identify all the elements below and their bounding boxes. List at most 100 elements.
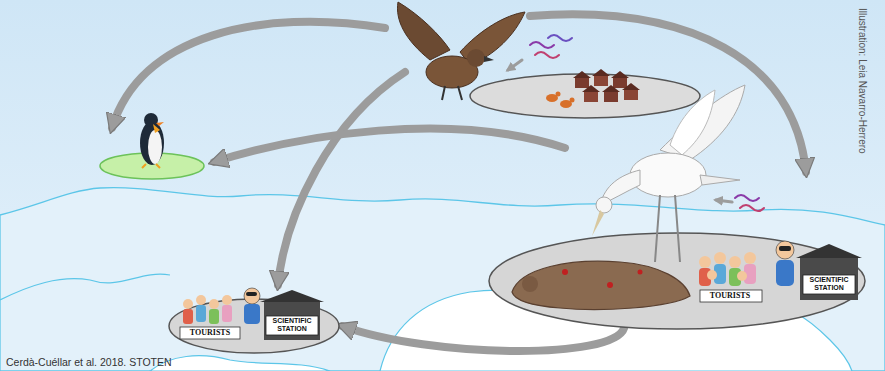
- bacteria: [716, 200, 732, 202]
- bacteria: [535, 52, 559, 58]
- dead-seal: [638, 270, 643, 275]
- settlement-houses: [582, 85, 600, 92]
- sign-text: TOURISTS: [700, 291, 760, 301]
- skua-bird: [397, 2, 450, 60]
- transmission-arrow: [342, 326, 624, 351]
- antarctica-land: [0, 274, 170, 300]
- dead-seal: [512, 261, 690, 309]
- king-penguin: [144, 113, 158, 127]
- tourists-group: [183, 309, 193, 324]
- scientist-figure: [244, 304, 260, 324]
- tourists-group: [737, 271, 747, 281]
- bacteria: [548, 35, 572, 41]
- settlement-houses: [622, 83, 640, 90]
- tourists-group: [699, 252, 762, 302]
- tourists-group: [196, 295, 206, 305]
- giant-petrel: [592, 85, 745, 262]
- station-building: [800, 258, 858, 300]
- bacteria: [508, 35, 572, 70]
- tourists-group: [180, 295, 240, 339]
- ellipse-outline: [489, 233, 865, 329]
- scientist-figure: [776, 260, 794, 286]
- settlement-houses: [592, 69, 610, 76]
- skua-bird: [484, 56, 494, 62]
- skua-bird: [467, 49, 485, 67]
- giant-petrel: [596, 197, 612, 213]
- settlement-houses: [624, 90, 638, 100]
- tourists-group: [183, 299, 193, 309]
- settlement-houses: [573, 71, 591, 78]
- settlement-houses: [594, 76, 608, 86]
- dead-seal: [512, 261, 690, 309]
- scientist-figure: [244, 288, 260, 304]
- station-building: [796, 244, 862, 258]
- king-penguin: [156, 122, 164, 126]
- king-penguin: [140, 113, 164, 168]
- tourists-group: [729, 256, 741, 268]
- citation: Cerdà-Cuéllar et al. 2018. STOTEN: [6, 356, 172, 368]
- tourists-group: [196, 305, 206, 322]
- tourists-group: [700, 290, 762, 302]
- king-penguin: [140, 121, 164, 165]
- top-ellipse: [470, 74, 700, 118]
- station-building: [803, 275, 855, 294]
- skua-bird: [442, 86, 462, 100]
- tourists-group: [744, 252, 756, 264]
- king-penguin: [148, 130, 162, 164]
- bacteria: [530, 42, 554, 48]
- settlement-houses: [602, 85, 620, 92]
- settlement-houses: [613, 78, 627, 88]
- settlement-houses: [575, 78, 589, 88]
- dead-seal: [522, 276, 538, 292]
- chickens: [556, 92, 561, 97]
- bacteria: [508, 60, 522, 70]
- giant-petrel: [592, 210, 604, 236]
- dead-seal: [607, 282, 613, 288]
- dead-seal: [562, 269, 568, 275]
- chickens: [546, 92, 575, 109]
- tourists-group: [209, 299, 219, 309]
- station-sign-text: SCIENTIFIC STATION: [266, 317, 318, 333]
- settlement-houses: [604, 92, 618, 102]
- transmission-arrow: [214, 129, 565, 162]
- scientist-figure: [776, 241, 794, 286]
- giant-petrel: [660, 85, 745, 160]
- giant-petrel: [655, 195, 680, 262]
- transmission-arrow: [278, 72, 405, 285]
- bacteria: [735, 195, 759, 201]
- top-ellipse: [470, 74, 700, 118]
- tourists-group: [222, 295, 232, 305]
- antarctica-land: [0, 188, 885, 371]
- chickens: [570, 98, 575, 103]
- antarctica-land: [150, 356, 330, 371]
- station-building: [266, 316, 318, 335]
- tourists-group: [714, 252, 726, 264]
- transmission-arrow: [112, 22, 385, 128]
- scientist-figure: [246, 292, 257, 296]
- king-penguin: [142, 164, 160, 168]
- giant-petrel: [670, 90, 715, 155]
- station-building: [796, 244, 862, 300]
- station-building: [260, 290, 324, 340]
- settlement-houses: [611, 71, 629, 78]
- scientist-figure: [776, 241, 794, 259]
- skua-bird: [397, 2, 525, 100]
- illustrator-credit: Illustration: Leia Navarro-Herrero: [857, 8, 868, 154]
- settlement-houses: [573, 69, 640, 102]
- scientist-figure: [244, 288, 260, 324]
- bacteria: [740, 205, 764, 211]
- bacteria: [716, 195, 764, 211]
- tourists-group: [209, 309, 219, 324]
- scientist-figure: [779, 246, 791, 251]
- antarctica-land: [0, 188, 885, 371]
- giant-petrel: [630, 153, 706, 197]
- tourists-group: [222, 305, 232, 322]
- giant-petrel: [700, 175, 740, 185]
- ellipse-outline: [169, 299, 339, 353]
- tourists-group: [707, 270, 717, 280]
- station-building: [260, 290, 324, 302]
- tourists-group: [699, 256, 711, 268]
- sign-text: TOURISTS: [180, 328, 240, 338]
- tourists-group: [180, 327, 240, 339]
